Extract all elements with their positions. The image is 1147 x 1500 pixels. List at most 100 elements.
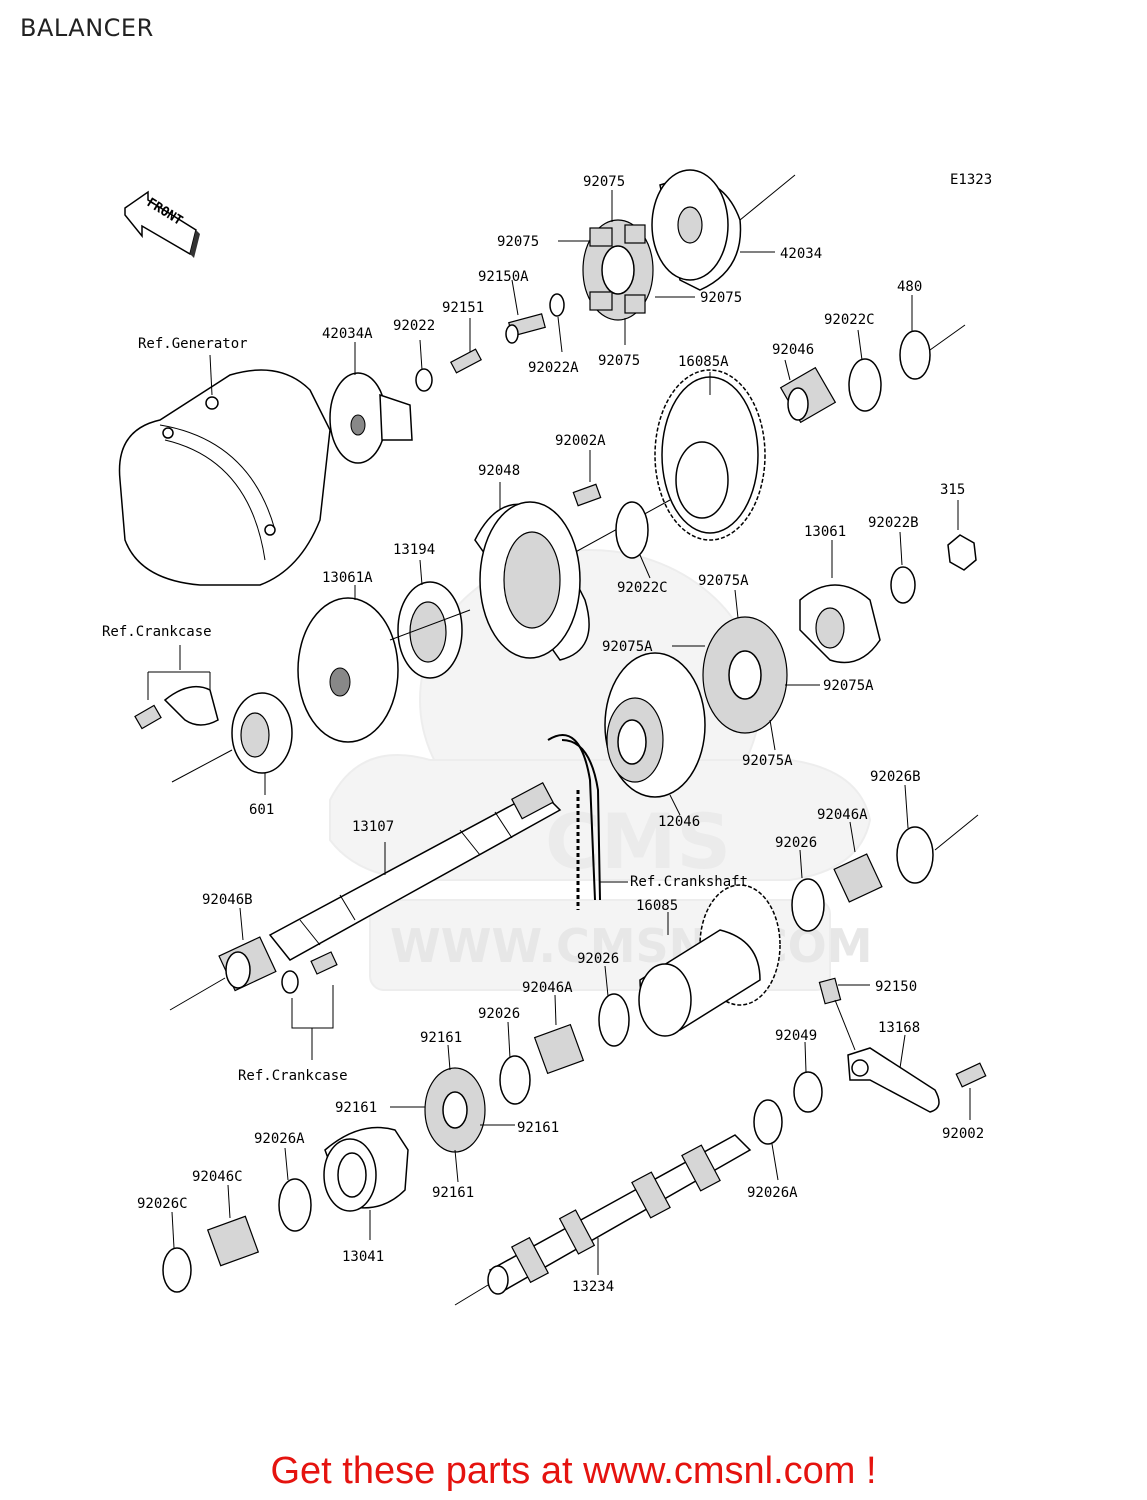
part-label: 92022 [393, 318, 435, 334]
part-label: 92022C [824, 312, 875, 328]
part-label: 92026C [137, 1196, 188, 1212]
part-42034A [329, 372, 413, 464]
part-92046 [779, 366, 837, 424]
footer-link-text[interactable]: Get these parts at www.cmsnl.com ! [270, 1450, 877, 1492]
part-label: 13168 [878, 1020, 920, 1036]
part-label: 92022B [868, 515, 919, 531]
part-label: 92075 [700, 290, 742, 306]
part-label: 42034A [322, 326, 373, 342]
part-label: 42034 [780, 246, 822, 262]
part-label: 13194 [393, 542, 435, 558]
part-12046 [604, 652, 706, 798]
part-label: 92075A [698, 573, 749, 589]
part-92002A [572, 483, 602, 507]
part-label: 92161 [420, 1030, 462, 1046]
part-label: 92161 [517, 1120, 559, 1136]
part-label: 92026 [775, 835, 817, 851]
part-92022C-top [848, 358, 882, 412]
part-label: 92046A [522, 980, 573, 996]
part-label: 92075A [823, 678, 874, 694]
part-label: 13107 [352, 819, 394, 835]
part-label: 92161 [335, 1100, 377, 1116]
part-label: 92075A [742, 753, 793, 769]
part-92026-right [791, 878, 825, 932]
part-92022 [415, 368, 433, 392]
generator-cover [118, 354, 331, 586]
crankshaft-chain [547, 734, 601, 910]
part-label: 315 [940, 482, 965, 498]
part-label: 92026A [254, 1131, 305, 1147]
part-label: 92150 [875, 979, 917, 995]
part-label: 92075 [497, 234, 539, 250]
part-label: 92046B [202, 892, 253, 908]
part-92075-dampers [582, 219, 654, 321]
part-label: 92048 [478, 463, 520, 479]
part-label: 16085A [678, 354, 729, 370]
part-label: 16085 [636, 898, 678, 914]
part-label: 92002 [942, 1126, 984, 1142]
part-label: 13061A [322, 570, 373, 586]
part-92026-left [499, 1055, 531, 1105]
part-label: 92022C [617, 580, 668, 596]
part-label: 92075 [583, 174, 625, 190]
part-label: 92161 [432, 1185, 474, 1201]
part-label: 92049 [775, 1028, 817, 1044]
page-title: BALANCER [20, 14, 154, 42]
drawing-code: E1323 [950, 172, 992, 188]
part-label: 13041 [342, 1249, 384, 1265]
part-42034 [651, 169, 796, 291]
watermark-logo: CMS [545, 797, 731, 886]
part-92022B [890, 566, 916, 604]
part-92049 [793, 1071, 823, 1113]
part-16085 [638, 884, 781, 1037]
part-92046A-bottom [533, 1023, 585, 1075]
part-label: 92151 [442, 300, 484, 316]
part-label: 92150A [478, 269, 529, 285]
front-arrow-icon: FRONT [124, 190, 200, 258]
ref-generator: Ref.Generator [138, 336, 248, 352]
part-label: 92026 [577, 951, 619, 967]
part-label: 92075A [602, 639, 653, 655]
crankcase-bolt [310, 951, 338, 975]
part-92150 [818, 977, 842, 1005]
part-13061A [297, 597, 471, 743]
part-label: 92022A [528, 360, 579, 376]
part-label: 92046C [192, 1169, 243, 1185]
crankcase-bracket-top [134, 645, 219, 730]
part-92150A [505, 313, 546, 344]
crankcase-washer [281, 970, 299, 994]
ref-crankshaft: Ref.Crankshaft [630, 874, 748, 890]
watermark-url: WWW.CMSNL.COM [390, 919, 873, 973]
part-92026C [162, 1247, 192, 1293]
part-number-labels: 92075 92075 42034 92150A 92075 92022A 92… [137, 174, 984, 1295]
part-92046B [169, 936, 277, 1011]
ref-crankcase-top: Ref.Crankcase [102, 624, 212, 640]
part-label: 601 [249, 802, 274, 818]
part-13234 [454, 1134, 752, 1306]
part-92161-dampers [424, 1067, 486, 1153]
part-label: 13234 [572, 1279, 614, 1295]
part-label: 92026A [747, 1185, 798, 1201]
part-13194 [397, 581, 463, 679]
part-92026-mid [598, 993, 630, 1047]
part-label: 12046 [658, 814, 700, 830]
part-label: 92075 [598, 353, 640, 369]
part-601 [171, 692, 293, 783]
part-label: 92046A [817, 807, 868, 823]
part-13107 [268, 782, 562, 961]
part-label: 92026B [870, 769, 921, 785]
part-13061 [799, 584, 881, 664]
part-92151 [450, 348, 482, 374]
part-label: 92046 [772, 342, 814, 358]
part-315 [947, 534, 977, 571]
part-92022A [549, 293, 565, 317]
part-label: 13061 [804, 524, 846, 540]
part-92075A-dampers [702, 616, 788, 734]
part-92026A-left [278, 1178, 312, 1232]
part-92002 [955, 1062, 987, 1088]
part-92046C [206, 1215, 260, 1267]
part-16085A [569, 369, 766, 556]
part-92046A-top [833, 853, 883, 903]
part-label: 92026 [478, 1006, 520, 1022]
